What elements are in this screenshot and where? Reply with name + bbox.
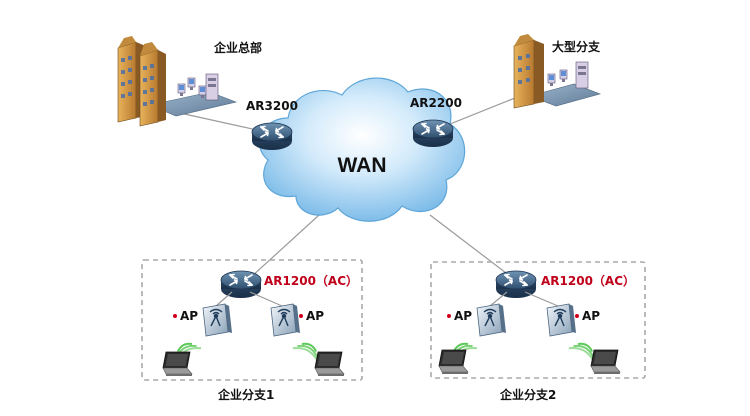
laptop-icon — [438, 349, 469, 375]
ap-bullet-icon — [299, 314, 303, 318]
ap-label: AP — [582, 309, 600, 323]
laptop-icon — [314, 351, 345, 377]
branch1-group: AR1200（AC） AP AP 企业分支1 — [141, 259, 363, 402]
router-label-branch1: AR1200（AC） — [264, 273, 358, 288]
hq-label: 企业总部 — [213, 40, 262, 55]
router-icon — [412, 119, 454, 148]
link-router-ap — [489, 291, 508, 307]
branch-floor — [529, 83, 601, 107]
ap-label: AP — [180, 309, 198, 323]
branch1-box — [141, 259, 363, 381]
router-ar3200: AR3200 — [246, 99, 298, 151]
branch1-label: 企业分支1 — [217, 387, 274, 402]
branch2-box — [430, 261, 646, 379]
access-point-icon — [546, 303, 577, 337]
link-wan-branch1 — [249, 204, 331, 279]
large-branch-site: 大型分支 — [513, 34, 601, 109]
router-icon — [251, 122, 293, 151]
link-wan-branch2 — [429, 214, 511, 277]
ap-label: AP — [306, 309, 324, 323]
large-branch-label: 大型分支 — [552, 39, 601, 54]
link-router-ap — [249, 291, 283, 307]
wan-label: WAN — [338, 154, 387, 177]
ap-label: AP — [454, 309, 472, 323]
router-label-ar3200: AR3200 — [246, 99, 298, 113]
hq-buildings-icon — [117, 36, 166, 127]
branch2-group: AR1200（AC） AP AP 企业分支2 — [430, 261, 646, 402]
ap-bullet-icon — [575, 314, 579, 318]
large-branch-building-icon — [513, 34, 544, 109]
link-router-ap — [215, 291, 233, 307]
ap-bullet-icon — [173, 314, 177, 318]
access-point-icon — [476, 303, 507, 337]
hq-site: 企业总部 — [117, 36, 262, 127]
hq-computers-icon — [177, 73, 219, 101]
access-point-icon — [270, 303, 301, 337]
link-router-ap — [524, 291, 559, 307]
branch2-label: 企业分支2 — [499, 387, 556, 402]
access-point-icon — [202, 303, 233, 337]
laptop-icon — [590, 349, 621, 375]
large-branch-computers-icon — [547, 61, 589, 89]
laptop-icon — [162, 351, 193, 377]
router-label-ar2200: AR2200 — [410, 96, 462, 110]
link-hq-router — [179, 112, 267, 133]
router-ar2200: AR2200 — [410, 96, 462, 148]
ap-bullet-icon — [447, 314, 451, 318]
wan-cloud: WAN — [258, 77, 466, 222]
router-label-branch2: AR1200（AC） — [541, 273, 635, 288]
